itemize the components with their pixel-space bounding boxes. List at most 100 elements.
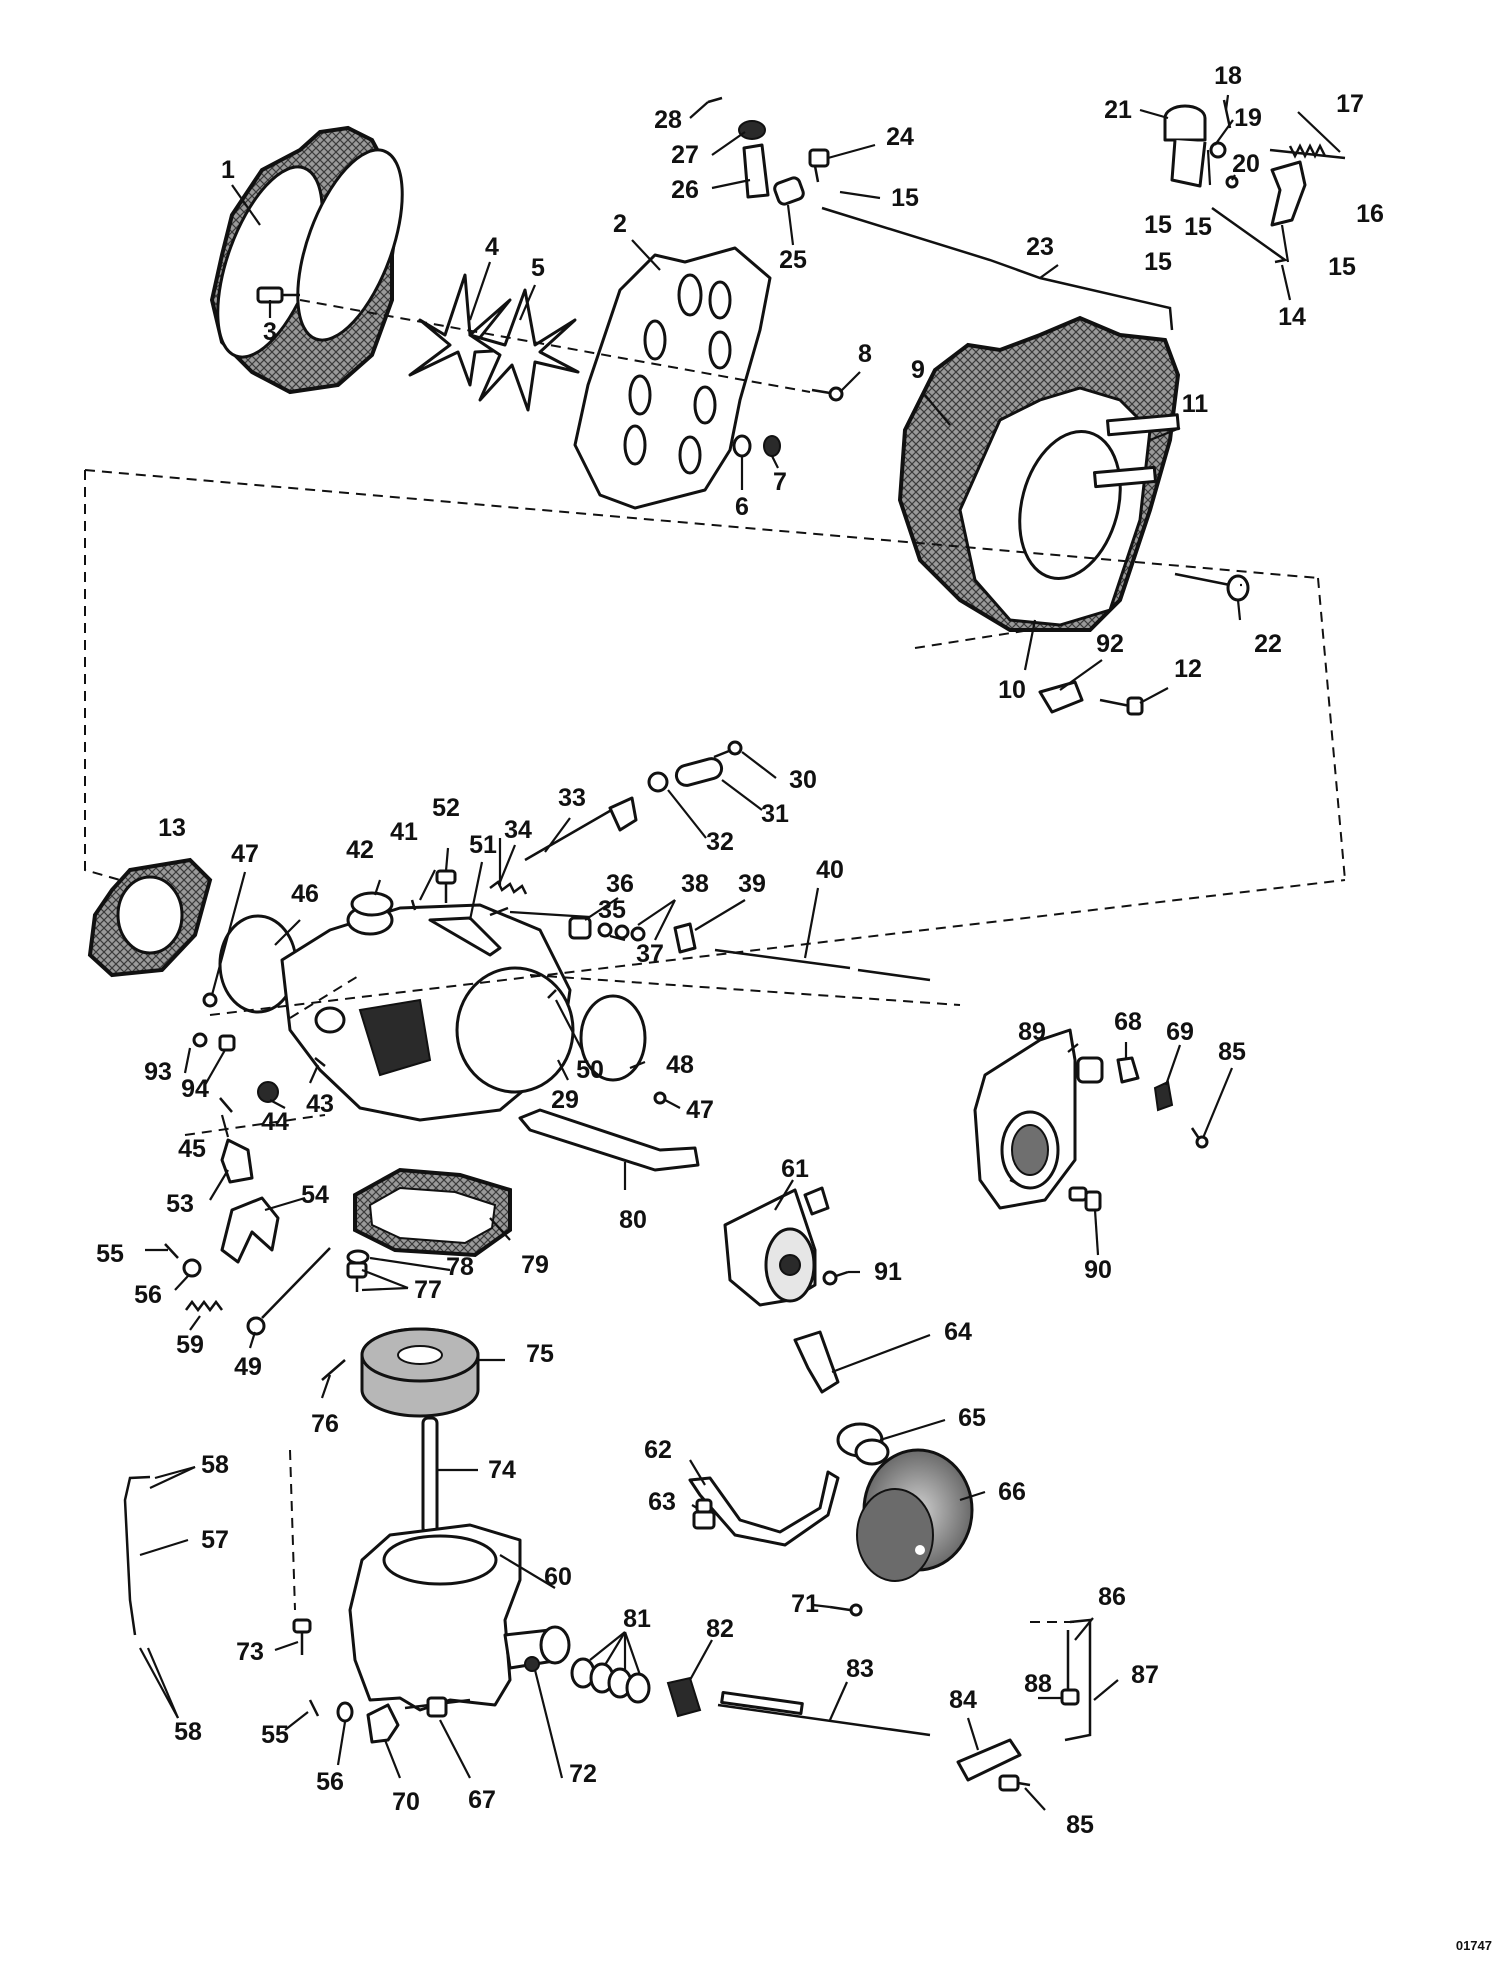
washer-56-upper <box>182 1258 202 1278</box>
callout-15-a: 15 <box>891 184 919 212</box>
pin-45 <box>219 1097 233 1113</box>
callout-90: 90 <box>1084 1256 1112 1284</box>
washer-56-lower <box>336 1701 354 1723</box>
callout-86: 86 <box>1098 1583 1126 1611</box>
seal-65 <box>836 1422 890 1466</box>
callout-56-b: 56 <box>316 1768 344 1796</box>
plug-44 <box>257 1081 279 1103</box>
screw-73 <box>292 1618 312 1655</box>
washers-81 <box>570 1657 651 1704</box>
lockwasher-6 <box>732 434 752 458</box>
callout-19: 19 <box>1234 104 1262 132</box>
callout-21: 21 <box>1104 96 1132 124</box>
callout-85-b: 85 <box>1066 1811 1094 1839</box>
lever-31 <box>674 757 724 787</box>
callout-2: 2 <box>613 210 627 238</box>
callout-22: 22 <box>1254 630 1282 658</box>
cover-89 <box>973 1028 1104 1210</box>
filter-stem-64 <box>793 1330 840 1394</box>
callout-15-d: 15 <box>1184 213 1212 241</box>
gasket-1 <box>209 125 404 395</box>
callout-75: 75 <box>526 1340 554 1368</box>
callout-18: 18 <box>1214 62 1242 90</box>
screw-63 <box>692 1498 716 1530</box>
callout-11: 11 <box>1182 390 1209 418</box>
callout-73: 73 <box>236 1638 264 1666</box>
callout-20: 20 <box>1232 150 1260 178</box>
callout-27: 27 <box>671 141 699 169</box>
shaft-49 <box>246 1247 331 1336</box>
callout-59: 59 <box>176 1331 204 1359</box>
bolt-88 <box>1060 1630 1080 1706</box>
callout-47-a: 47 <box>231 840 259 868</box>
callout-54: 54 <box>301 1181 329 1209</box>
callout-43: 43 <box>306 1090 334 1118</box>
screw-24 <box>808 148 830 183</box>
washer-20 <box>1225 175 1239 189</box>
gasket-42 <box>350 891 394 917</box>
lever-51 <box>428 916 502 957</box>
fitting-68 <box>1116 1056 1140 1084</box>
callout-91: 91 <box>874 1258 902 1286</box>
callout-77: 77 <box>414 1276 442 1304</box>
callout-60: 60 <box>544 1563 572 1591</box>
pin-76 <box>321 1359 346 1381</box>
shaft-33 <box>524 796 638 862</box>
callout-84: 84 <box>949 1686 977 1714</box>
plug-82 <box>666 1676 702 1718</box>
callout-36: 36 <box>606 870 634 898</box>
spring-17 <box>1269 143 1346 160</box>
callout-62: 62 <box>644 1436 672 1464</box>
callout-10: 10 <box>998 676 1026 704</box>
fitting-77 <box>346 1261 368 1292</box>
reed-stop-5 <box>468 288 580 412</box>
screw-90 <box>1068 1186 1102 1212</box>
callout-35: 35 <box>598 896 626 924</box>
callout-51: 51 <box>469 831 497 859</box>
link-87 <box>1064 1618 1092 1742</box>
washer-78 <box>346 1249 370 1265</box>
callout-46: 46 <box>291 880 319 908</box>
needle-83 <box>717 1690 931 1737</box>
bushing-36 <box>568 916 592 940</box>
callout-1: 1 <box>221 156 235 184</box>
fitting-69 <box>1153 1080 1174 1112</box>
callout-78: 78 <box>446 1253 474 1281</box>
diaphragm-48 <box>579 994 647 1082</box>
callout-47-b: 47 <box>686 1096 714 1124</box>
callout-68: 68 <box>1114 1008 1142 1036</box>
callout-76: 76 <box>311 1410 339 1438</box>
callout-17: 17 <box>1336 90 1364 118</box>
callout-87: 87 <box>1131 1661 1159 1689</box>
callout-12: 12 <box>1174 655 1202 683</box>
callout-53: 53 <box>166 1190 194 1218</box>
callout-93: 93 <box>144 1058 172 1086</box>
callout-8: 8 <box>858 340 872 368</box>
callout-13: 13 <box>158 814 186 842</box>
clip-50 <box>547 989 557 999</box>
cam-53 <box>220 1138 254 1184</box>
bracket-80 <box>518 1108 700 1172</box>
callout-31: 31 <box>761 800 789 828</box>
callout-44: 44 <box>261 1108 289 1136</box>
callout-69: 69 <box>1166 1018 1194 1046</box>
callout-65: 65 <box>958 1404 986 1432</box>
nut-32 <box>647 771 669 793</box>
callout-64: 64 <box>944 1318 972 1346</box>
callout-29: 29 <box>551 1086 579 1114</box>
callout-52: 52 <box>432 794 460 822</box>
washer-37-38 <box>597 922 646 942</box>
filter-element-66 <box>856 1448 974 1582</box>
callout-4: 4 <box>485 233 499 261</box>
callout-85-a: 85 <box>1218 1038 1246 1066</box>
callout-58-a: 58 <box>201 1451 229 1479</box>
lever-70 <box>366 1703 400 1744</box>
float-75 <box>360 1327 480 1418</box>
callout-32: 32 <box>706 828 734 856</box>
callout-37: 37 <box>636 940 664 968</box>
callout-82: 82 <box>706 1615 734 1643</box>
callout-45: 45 <box>178 1135 206 1163</box>
gasket-79 <box>353 1167 512 1258</box>
callout-63: 63 <box>648 1488 676 1516</box>
